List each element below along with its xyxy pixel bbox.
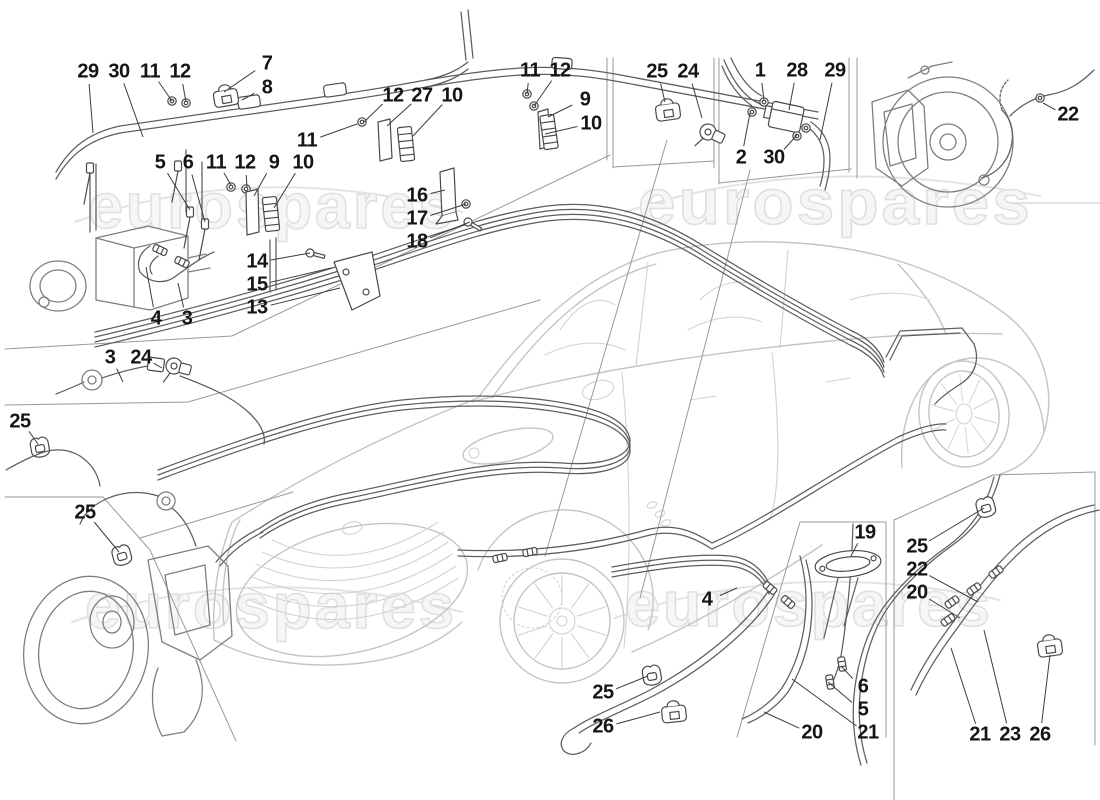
front-brake-assembly-drawing (22, 491, 539, 737)
leader-line-12 (182, 83, 187, 103)
leader-line-11 (320, 123, 358, 138)
rear-wheel-drawing (918, 360, 1010, 468)
watermark-text: eurospares (625, 568, 993, 640)
leader-line-10 (412, 104, 443, 137)
watermark-text: eurospares (85, 570, 457, 642)
front-wheel-drawing (499, 558, 625, 684)
leader-line-3 (116, 368, 124, 383)
leader-line-22 (929, 575, 979, 603)
leader-line-25 (928, 507, 985, 542)
grommet-plate-drawing (814, 550, 882, 578)
leader-line-7 (223, 70, 256, 93)
leader-line-10 (544, 126, 578, 135)
leader-line-18 (429, 221, 471, 239)
leader-line-5 (167, 172, 191, 211)
leader-line-19 (850, 543, 859, 557)
leader-line-29 (819, 82, 833, 141)
leader-line-5 (827, 681, 853, 703)
leader-line-25 (28, 431, 39, 445)
leader-line-27 (386, 103, 412, 127)
leader-line-12 (533, 80, 553, 107)
leader-line-25 (93, 521, 120, 553)
leader-line-29 (88, 83, 94, 134)
leader-line-28 (788, 82, 795, 111)
leader-line-10 (273, 172, 296, 209)
abs-unit-drawing (29, 163, 277, 312)
leader-line-20 (763, 711, 800, 729)
leader-line-17 (430, 203, 467, 216)
callout-leader-lines (28, 70, 1056, 729)
brake-pipe-lines (55, 9, 1100, 766)
leader-line-9 (547, 104, 573, 118)
wheel-sensor-drawing (55, 355, 265, 445)
leader-line-22 (1042, 102, 1056, 111)
hardware-icons (5, 82, 1064, 724)
leader-line-12 (245, 174, 248, 188)
watermark-layer: eurospares eurospares eurospares eurospa… (71, 165, 1100, 643)
leader-line-9 (253, 173, 268, 197)
leader-line-4 (719, 587, 738, 596)
leader-line-11 (158, 81, 173, 102)
section-border-lines (4, 57, 1096, 800)
leader-line-26 (616, 711, 661, 725)
leader-line-12 (363, 103, 383, 123)
leader-line-30 (123, 83, 144, 138)
leader-line-14 (270, 252, 311, 261)
leader-line-20 (928, 598, 961, 619)
leader-line-15 (270, 267, 332, 283)
leader-line-26 (1041, 654, 1051, 724)
leader-line-6 (191, 174, 206, 223)
rear-brake-assembly-drawing (871, 61, 1095, 208)
leader-line-2 (743, 112, 751, 147)
leader-line-21 (950, 647, 977, 724)
leader-line-24 (153, 362, 163, 369)
leader-line-24 (691, 83, 703, 119)
leader-line-4 (145, 266, 154, 308)
leader-line-23 (983, 629, 1008, 724)
leader-line-25 (660, 83, 666, 103)
leader-line-13 (270, 287, 341, 306)
leader-line-21 (791, 678, 857, 727)
watermark-text: eurospares (638, 166, 1033, 238)
leader-line-25 (615, 675, 649, 690)
leader-line-3 (177, 282, 185, 308)
leader-line-8 (241, 92, 255, 101)
leader-line-1 (761, 82, 765, 101)
leader-line-30 (783, 134, 798, 150)
leader-line-11 (223, 172, 232, 186)
leader-line-11 (526, 82, 529, 95)
leader-line-16 (430, 189, 446, 194)
leader-line-6 (840, 665, 854, 680)
